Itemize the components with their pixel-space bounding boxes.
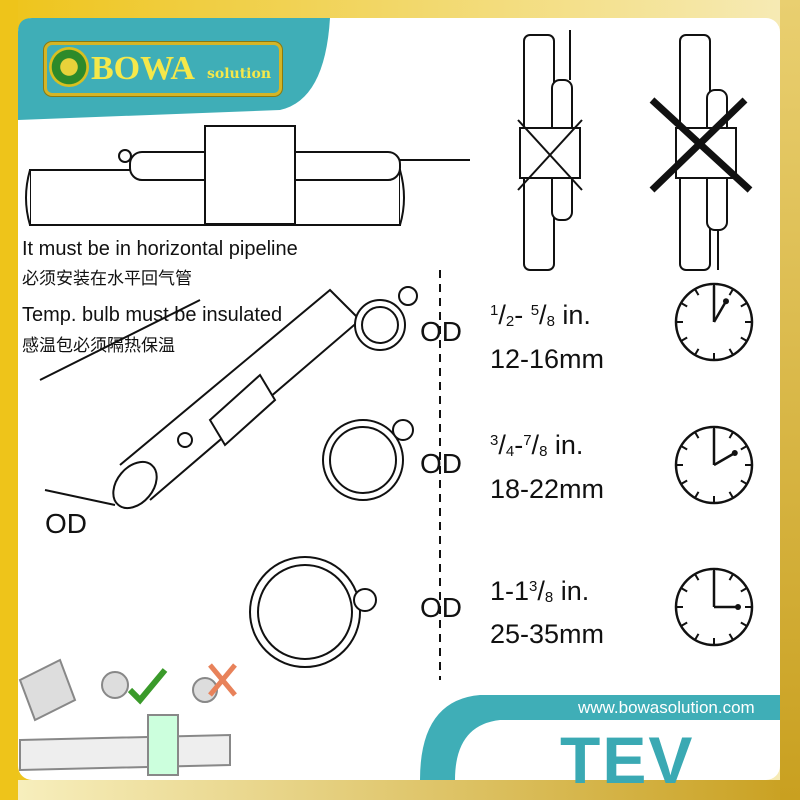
size-inch-3: 1-13/8 in. [490, 576, 590, 606]
size-mm-2: 18-22mm [490, 474, 605, 504]
clock-icon [674, 567, 754, 647]
logo-emblem-icon [49, 47, 89, 87]
unit: in. [554, 300, 591, 330]
mounting-examples [18, 658, 237, 776]
bowa-logo: BOWA solution [44, 42, 282, 96]
separator: - [514, 300, 531, 330]
fraction-den: 4 [505, 443, 515, 460]
vertical-pipe-wrong-2 [649, 34, 753, 271]
clock-icon [674, 282, 754, 362]
vertical-pipe-wrong-1 [517, 30, 583, 271]
note-horizontal-en: It must be in horizontal pipeline [22, 238, 298, 260]
unit: in. [553, 576, 590, 606]
insulated-pipe-diagram [39, 288, 362, 510]
fraction-num: 3 [490, 432, 499, 449]
fraction-den: 2 [505, 313, 515, 330]
product-name: TEV [560, 723, 695, 797]
note-horizontal-zh: 必须安装在水平回气管 [22, 269, 192, 288]
fraction-num: 5 [530, 302, 540, 319]
clamp-diagram-1 [354, 270, 441, 680]
od-label-3: OD [420, 592, 462, 623]
od-label-1: OD [420, 316, 462, 347]
horizontal-pipe-diagram [25, 125, 470, 226]
logo-suffix: solution [207, 66, 272, 82]
note-insulated-en: Temp. bulb must be insulated [22, 304, 283, 326]
fraction-den: 8 [544, 589, 554, 606]
whole-part: 1-1 [490, 576, 530, 606]
fraction-num: 3 [529, 578, 538, 595]
size-inch-2: 3/4-7/8 in. [490, 430, 584, 460]
clocks [674, 282, 754, 647]
note-insulated-zh: 感温包必须隔热保温 [22, 336, 175, 355]
od-label-2: OD [420, 448, 462, 479]
clamp-diagram-2 [322, 419, 414, 501]
pipe-od-label: OD [45, 508, 87, 539]
separator: - [514, 430, 524, 460]
unit: in. [547, 430, 584, 460]
size-inch-1: 1/2- 5/8 in. [490, 300, 591, 330]
size-mm-1: 12-16mm [490, 344, 605, 374]
fraction-den: 8 [546, 313, 555, 330]
fraction-num: 7 [523, 432, 532, 449]
logo-brand: BOWA [91, 50, 195, 87]
cross-icon [208, 663, 237, 697]
clamp-diagram-3 [249, 556, 377, 668]
size-mm-3: 25-35mm [490, 619, 605, 649]
website-url: www.bowasolution.com [578, 698, 755, 717]
clock-icon [674, 425, 754, 505]
check-icon [127, 668, 168, 705]
fraction-den: 8 [539, 443, 548, 460]
fraction-num: 1 [490, 302, 499, 319]
